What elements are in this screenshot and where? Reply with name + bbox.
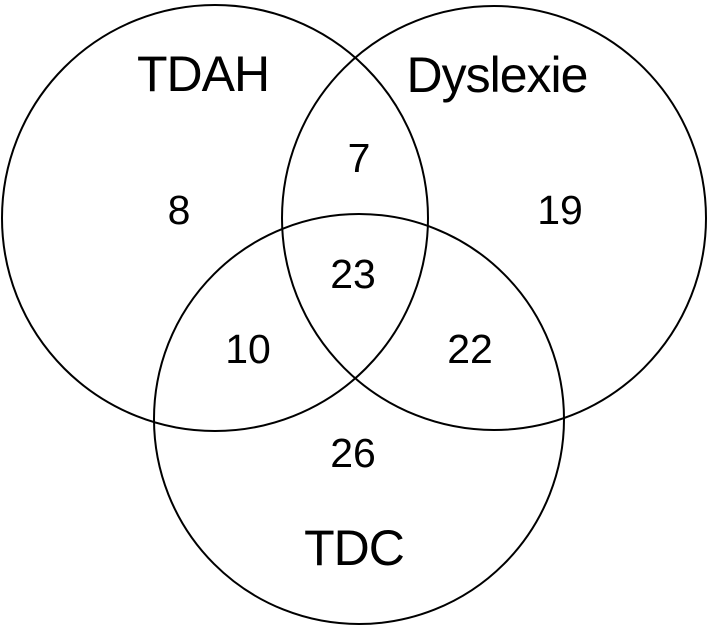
tdc-circle [153,213,565,625]
count-tdah-only: 8 [168,187,191,233]
set-label-tdah: TDAH [137,46,269,102]
count-dyslexie-only: 19 [537,187,583,233]
set-label-dyslexie: Dyslexie [407,47,588,103]
dyslexie-circle [281,5,707,431]
count-tdah-tdc-overlap: 10 [225,326,271,372]
tdah-circle [1,4,429,432]
set-label-tdc: TDC [304,520,404,576]
count-tdah-dyslexie-overlap: 7 [348,135,371,181]
count-all-three-overlap: 23 [330,251,376,297]
count-tdc-only: 26 [330,430,376,476]
count-dyslexie-tdc-overlap: 22 [447,326,493,372]
